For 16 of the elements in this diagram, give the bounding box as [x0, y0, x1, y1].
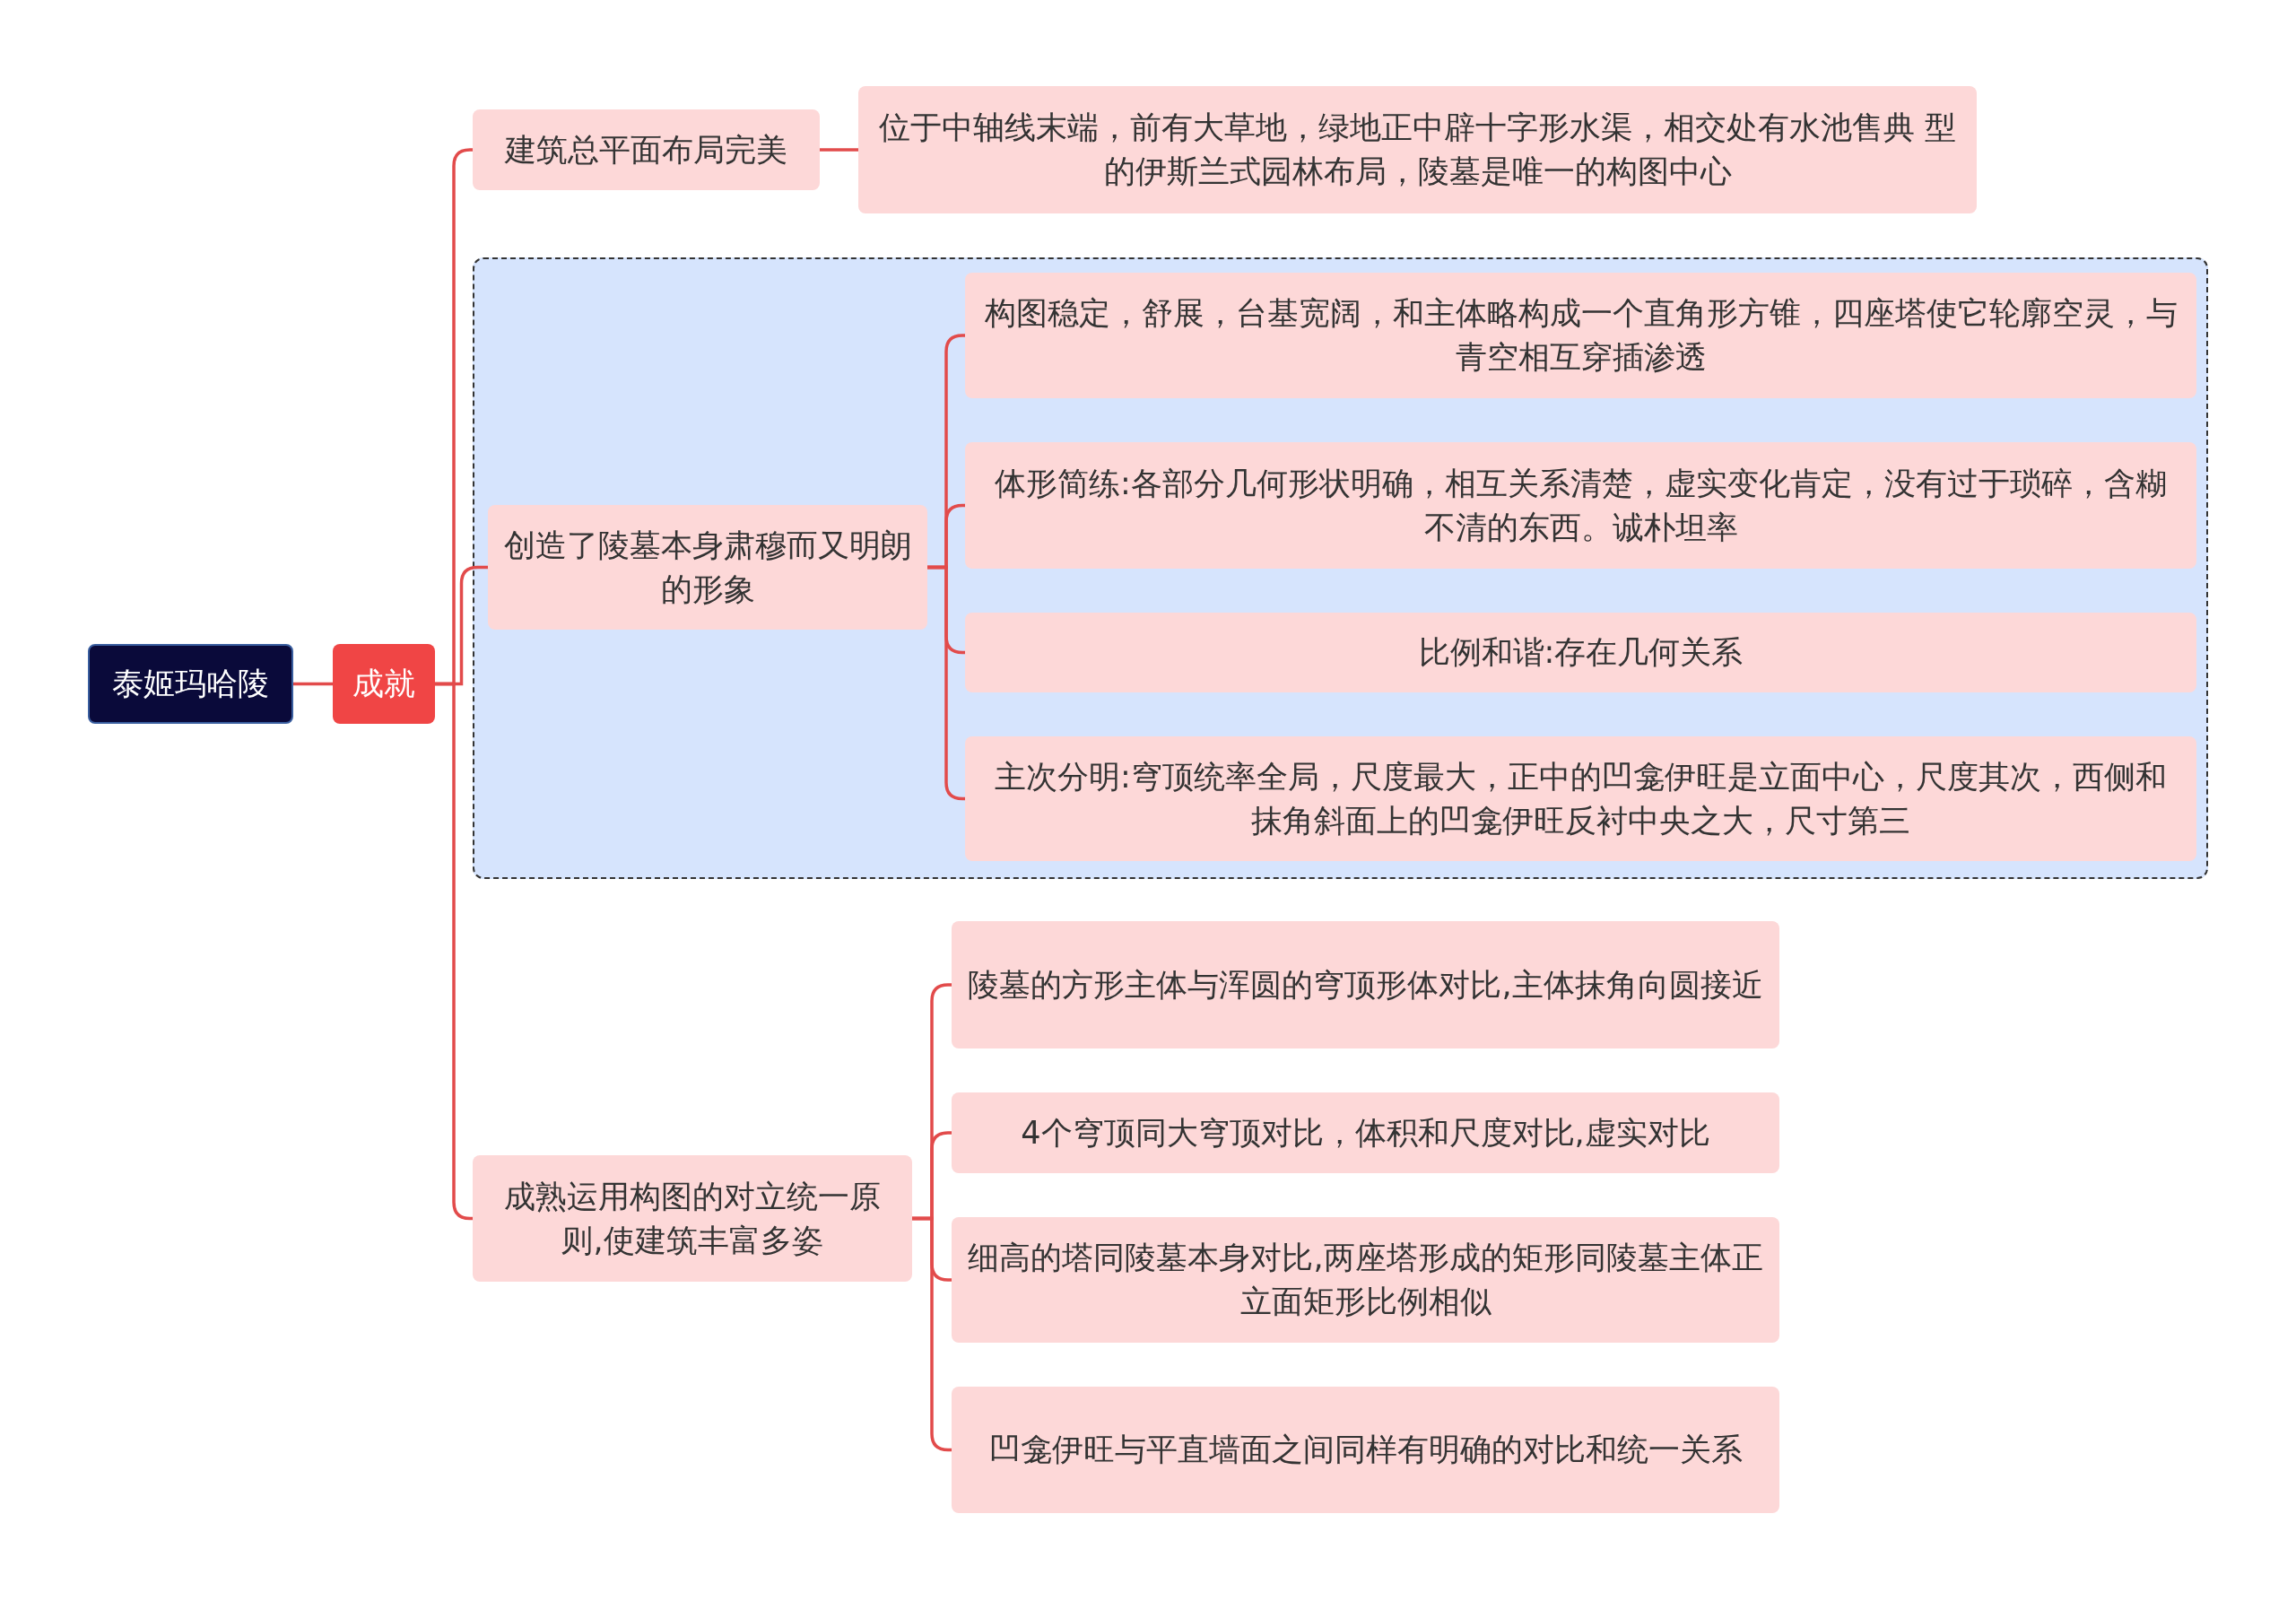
topic-box: 比例和谐:存在几何关系	[965, 613, 2196, 692]
topic-box: 陵墓的方形主体与浑圆的穹顶形体对比,主体抹角向圆接近	[952, 921, 1779, 1048]
topic-box: 创造了陵墓本身肃穆而又明朗的形象	[488, 505, 927, 630]
topic-box: 4个穹顶同大穹顶对比，体积和尺度对比,虚实对比	[952, 1092, 1779, 1173]
topic-box: 建筑总平面布局完美	[473, 109, 820, 190]
topic-box: 成熟运用构图的对立统一原则,使建筑丰富多姿	[473, 1155, 912, 1282]
root-topic: 泰姬玛哈陵	[88, 644, 293, 724]
topic-box: 成就	[333, 644, 435, 724]
connector-line	[820, 148, 858, 152]
connector-line	[293, 682, 333, 686]
topic-box: 位于中轴线末端，前有大草地，绿地正中辟十字形水渠，相交处有水池售典 型的伊斯兰式园林布局，陵墓是唯一的构图中心	[858, 86, 1977, 213]
topic-box: 主次分明:穹顶统率全局，尺度最大，正中的凹龛伊旺是立面中心，尺度其次，西侧和抹角斜面上的凹龛伊旺反衬中央之大，尺寸第三	[965, 736, 2196, 861]
topic-box: 构图稳定，舒展，台基宽阔，和主体略构成一个直角形方锥，四座塔使它轮廓空灵，与青空相互穿插渗透	[965, 273, 2196, 398]
topic-box: 细高的塔同陵墓本身对比,两座塔形成的矩形同陵墓主体正立面矩形比例相似	[952, 1217, 1779, 1343]
topic-box: 凹龛伊旺与平直墙面之间同样有明确的对比和统一关系	[952, 1387, 1779, 1513]
topic-box: 体形简练:各部分几何形状明确，相互关系清楚，虚实变化肯定，没有过于琐碎，含糊不清的东西。诚朴坦率	[965, 442, 2196, 569]
